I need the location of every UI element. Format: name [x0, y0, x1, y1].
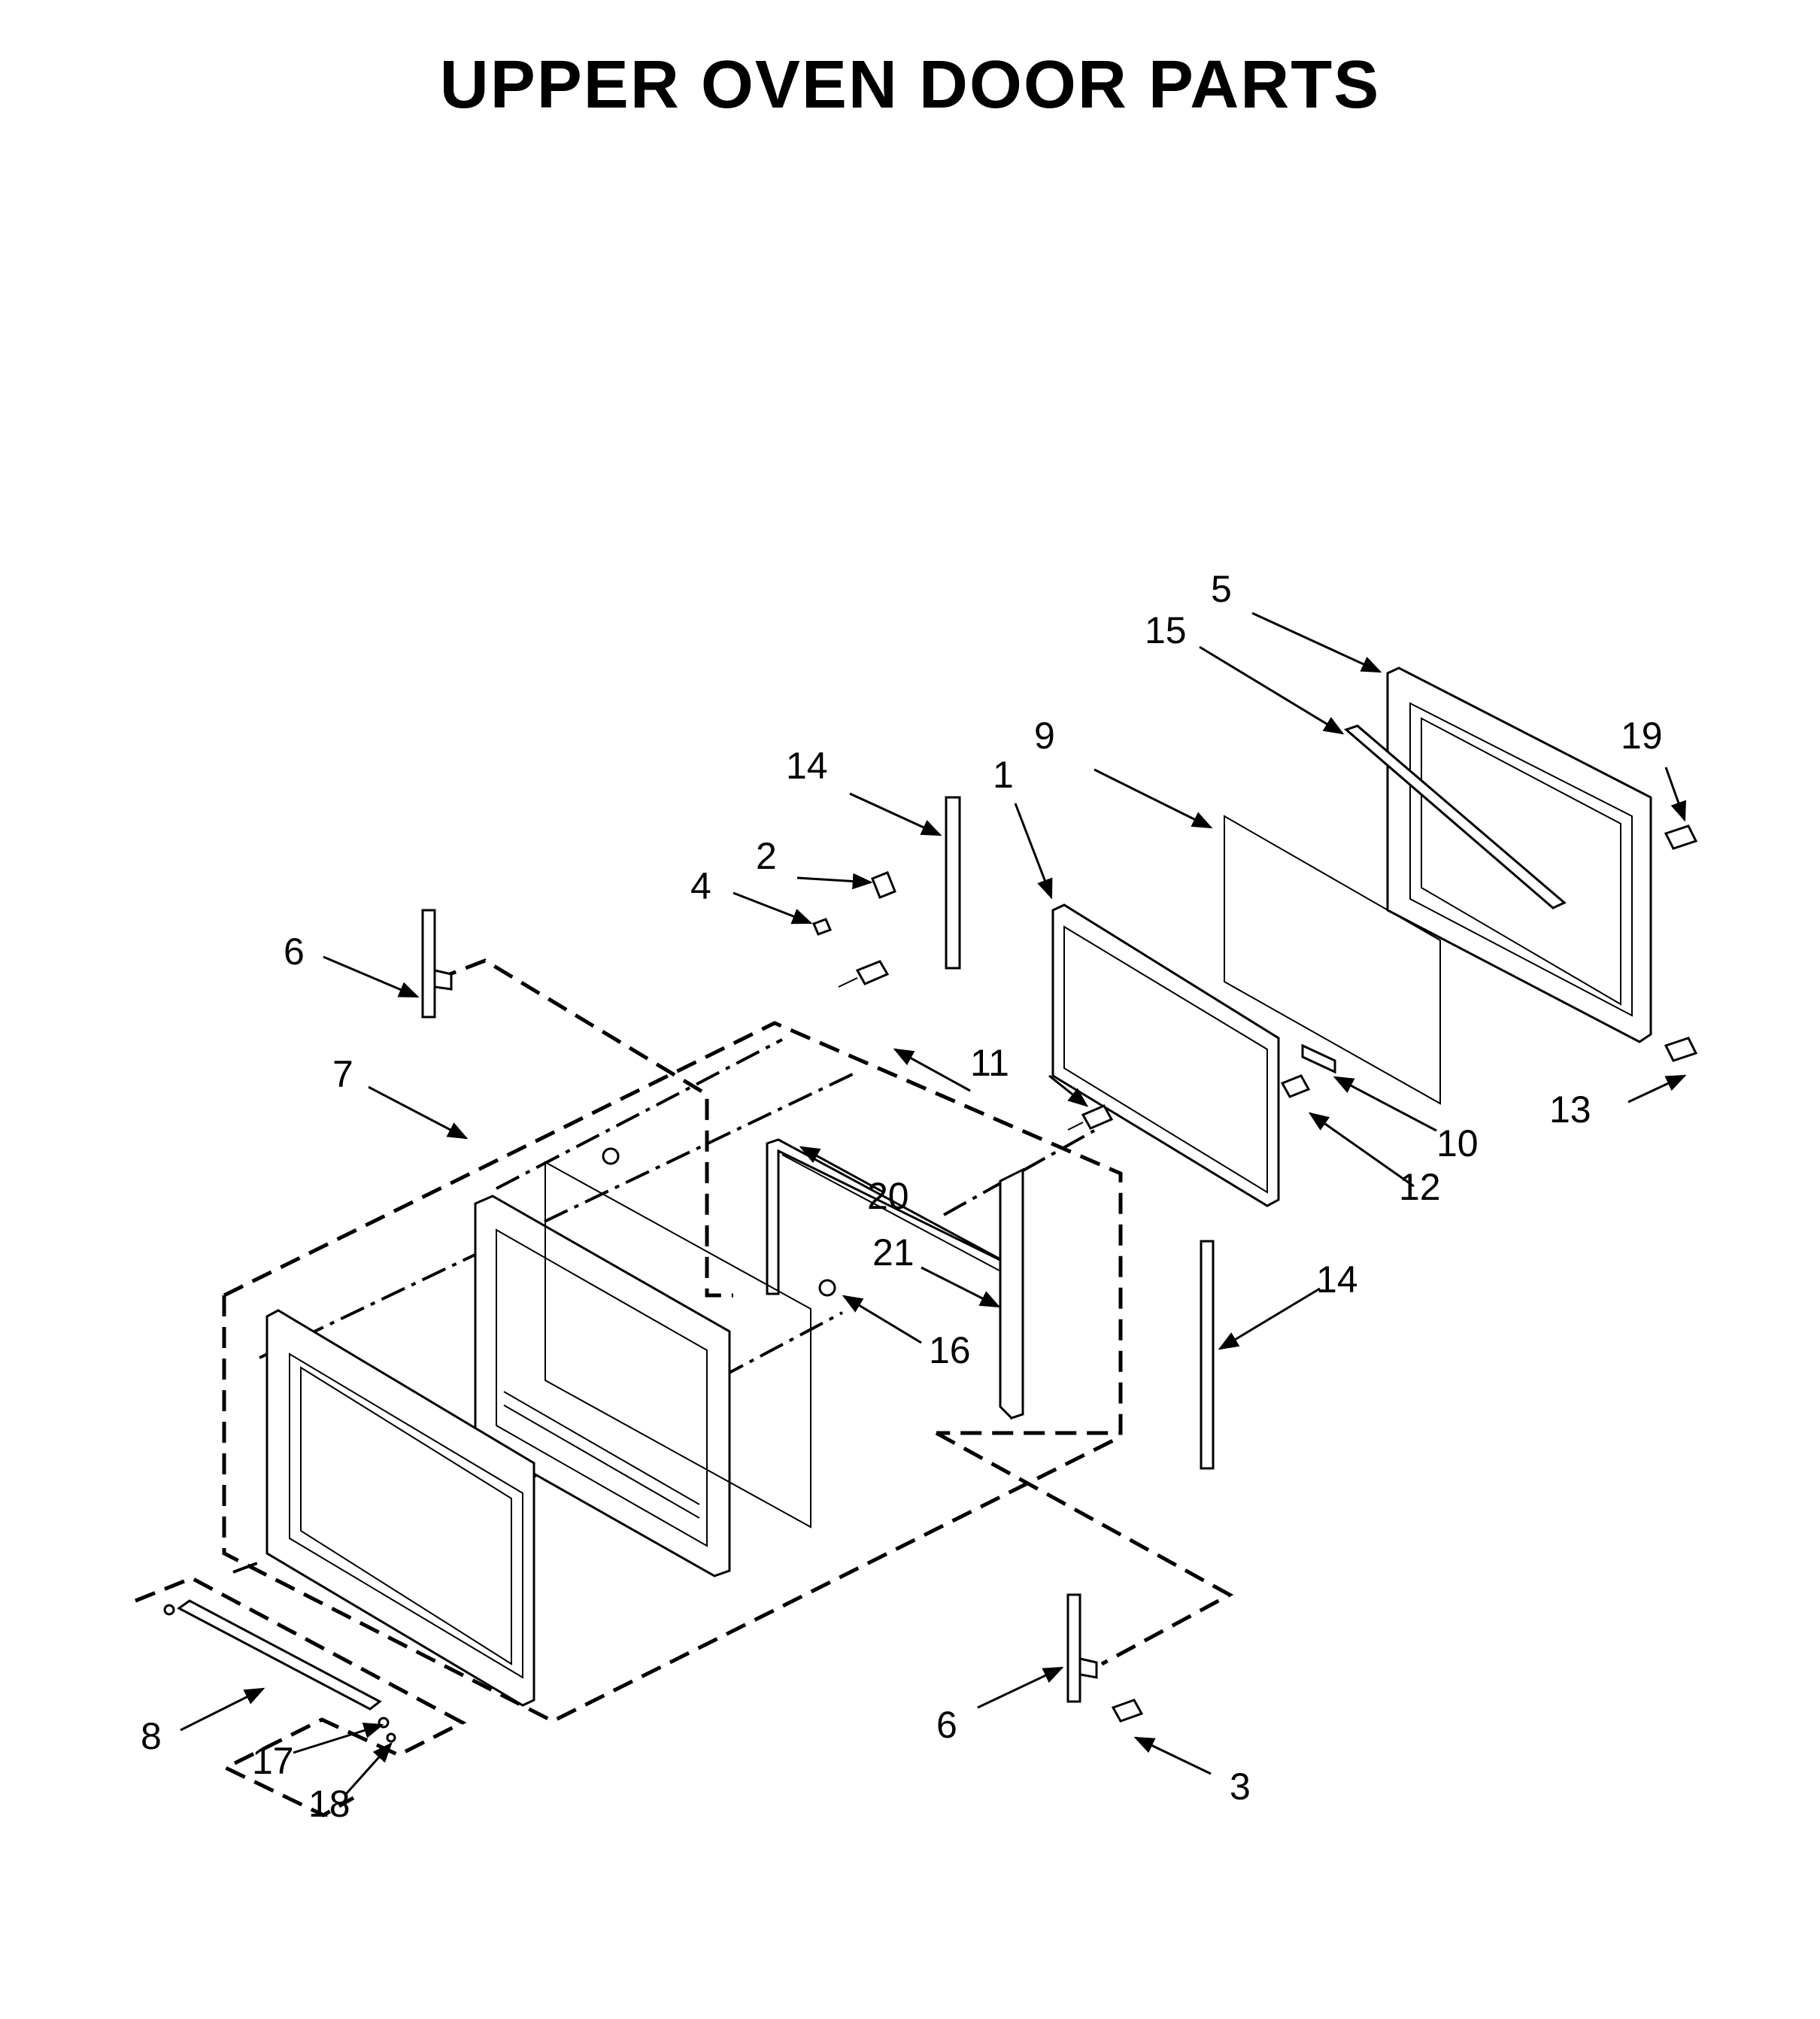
alignment-line-c [943, 1129, 1095, 1216]
label-part-14-upper: 14 [786, 745, 828, 787]
screw-3 [1111, 1699, 1144, 1723]
label-part-9: 9 [1034, 715, 1055, 757]
label-part-12: 12 [1399, 1166, 1441, 1208]
label-part-1: 1 [993, 754, 1014, 796]
screw-11-lower [1067, 1104, 1114, 1131]
glass-panel-part [1224, 815, 1441, 1105]
label-part-19: 19 [1621, 715, 1663, 757]
door-liner-frame-part [766, 1138, 1024, 1420]
label-part-5: 5 [1211, 568, 1232, 610]
label-part-16: 16 [929, 1329, 971, 1371]
screw-11-upper [838, 960, 890, 988]
leader-lines [180, 612, 1687, 1796]
label-part-3: 3 [1230, 1765, 1251, 1808]
label-part-6-upper: 6 [284, 931, 305, 973]
label-part-21: 21 [872, 1231, 915, 1274]
alignment-line-e [232, 1559, 264, 1574]
label-part-11: 11 [970, 1042, 1009, 1084]
label-part-14-lower: 14 [1316, 1258, 1358, 1301]
alignment-line-b [496, 1038, 783, 1190]
grommet-16 [818, 1279, 836, 1297]
spring-15 [1344, 724, 1567, 909]
handle-part [163, 1599, 396, 1743]
vertical-bracket-upper-part [945, 796, 961, 970]
assembly-outline-main [222, 1021, 1123, 1723]
diagram-title: UPPER OVEN DOOR PARTS [439, 47, 1381, 123]
label-part-13: 13 [1549, 1088, 1591, 1131]
clip-2 [871, 871, 896, 899]
label-part-20: 20 [867, 1175, 909, 1217]
clip-part [1301, 1043, 1336, 1074]
label-part-4: 4 [690, 865, 711, 907]
screw-12 [1280, 1074, 1311, 1098]
label-part-8: 8 [141, 1715, 162, 1757]
door-outer-panel-part [265, 1309, 535, 1707]
label-part-10: 10 [1436, 1122, 1479, 1164]
hinge-right-guide [935, 1431, 1234, 1666]
middle-glass-part [544, 1161, 811, 1529]
vertical-bracket-lower-part [1200, 1240, 1215, 1470]
label-part-7: 7 [332, 1053, 353, 1095]
hinge-left-part [421, 909, 453, 1019]
label-part-15: 15 [1145, 609, 1187, 651]
label-part-2: 2 [756, 835, 777, 877]
glass-pack-frame-part [1051, 903, 1280, 1207]
screw-19 [1664, 824, 1698, 850]
screw-13 [1664, 1037, 1698, 1062]
label-part-17: 17 [252, 1740, 294, 1782]
handle-guide [135, 1576, 467, 1817]
hinge-right-part [1066, 1593, 1098, 1703]
clip-4 [812, 918, 832, 936]
hinge-left-guide [435, 958, 733, 1298]
grommet-upper [602, 1147, 620, 1165]
alignment-line-a [259, 1070, 858, 1359]
label-part-18: 18 [308, 1783, 350, 1825]
label-part-6-lower: 6 [936, 1704, 957, 1746]
